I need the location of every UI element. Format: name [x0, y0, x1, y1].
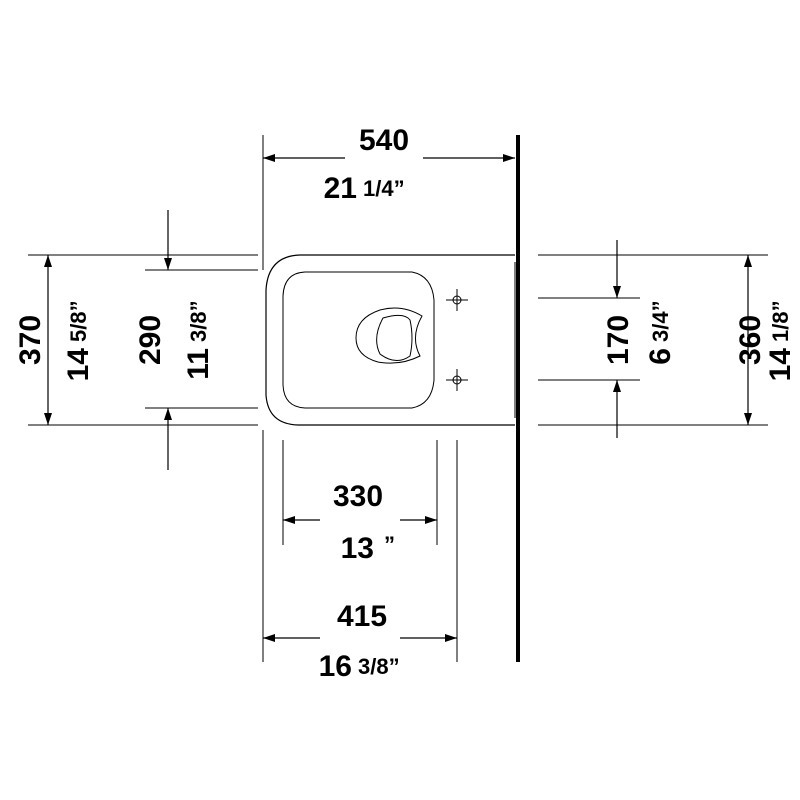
dim-415: 415 16 3/8” [262, 430, 458, 683]
dim-170: 170 6 3/4” [538, 240, 677, 438]
dim-290-mm: 290 [134, 315, 167, 365]
dim-330: 330 13 ” [282, 440, 438, 565]
dim-290-inch-whole: 11 [182, 348, 215, 380]
dim-370: 370 14 5/8” [14, 254, 258, 426]
dim-370-inch-frac: 5/8” [66, 300, 91, 342]
dim-370-mm: 370 [14, 315, 47, 365]
dim-330-mm: 330 [333, 480, 383, 513]
dim-330-inch-whole: 13 [341, 532, 374, 565]
dim-415-inch-frac: 3/8” [358, 654, 400, 679]
fixing-hole-top [446, 289, 468, 311]
drain-outlet-shape [355, 307, 423, 364]
dim-170-inch-frac: 3/4” [648, 300, 673, 342]
dim-360-inch-whole: 14 [764, 348, 797, 382]
dim-360-mm: 360 [734, 315, 767, 365]
dim-360-inch-frac: 1/8” [768, 300, 793, 342]
dim-415-mm: 415 [337, 600, 387, 633]
dim-290-inch-frac: 3/8” [186, 300, 211, 342]
toilet-outline [265, 254, 516, 426]
fixing-hole-bottom [446, 369, 468, 391]
dim-170-inch-whole: 6 [644, 348, 677, 365]
dim-415-inch-whole: 16 [319, 650, 352, 683]
dim-360: 360 14 1/8” [538, 254, 797, 426]
dim-290: 290 11 3/8” [134, 210, 258, 470]
dim-540-inch-whole: 21 [324, 172, 357, 205]
dim-170-mm: 170 [602, 315, 635, 365]
dim-370-inch-whole: 14 [62, 348, 95, 382]
dim-540: 540 21 1/4” [262, 124, 515, 270]
dim-540-inch-frac: 1/4” [363, 176, 405, 201]
dim-330-inch-frac: ” [384, 532, 395, 557]
dim-540-mm: 540 [359, 124, 409, 157]
